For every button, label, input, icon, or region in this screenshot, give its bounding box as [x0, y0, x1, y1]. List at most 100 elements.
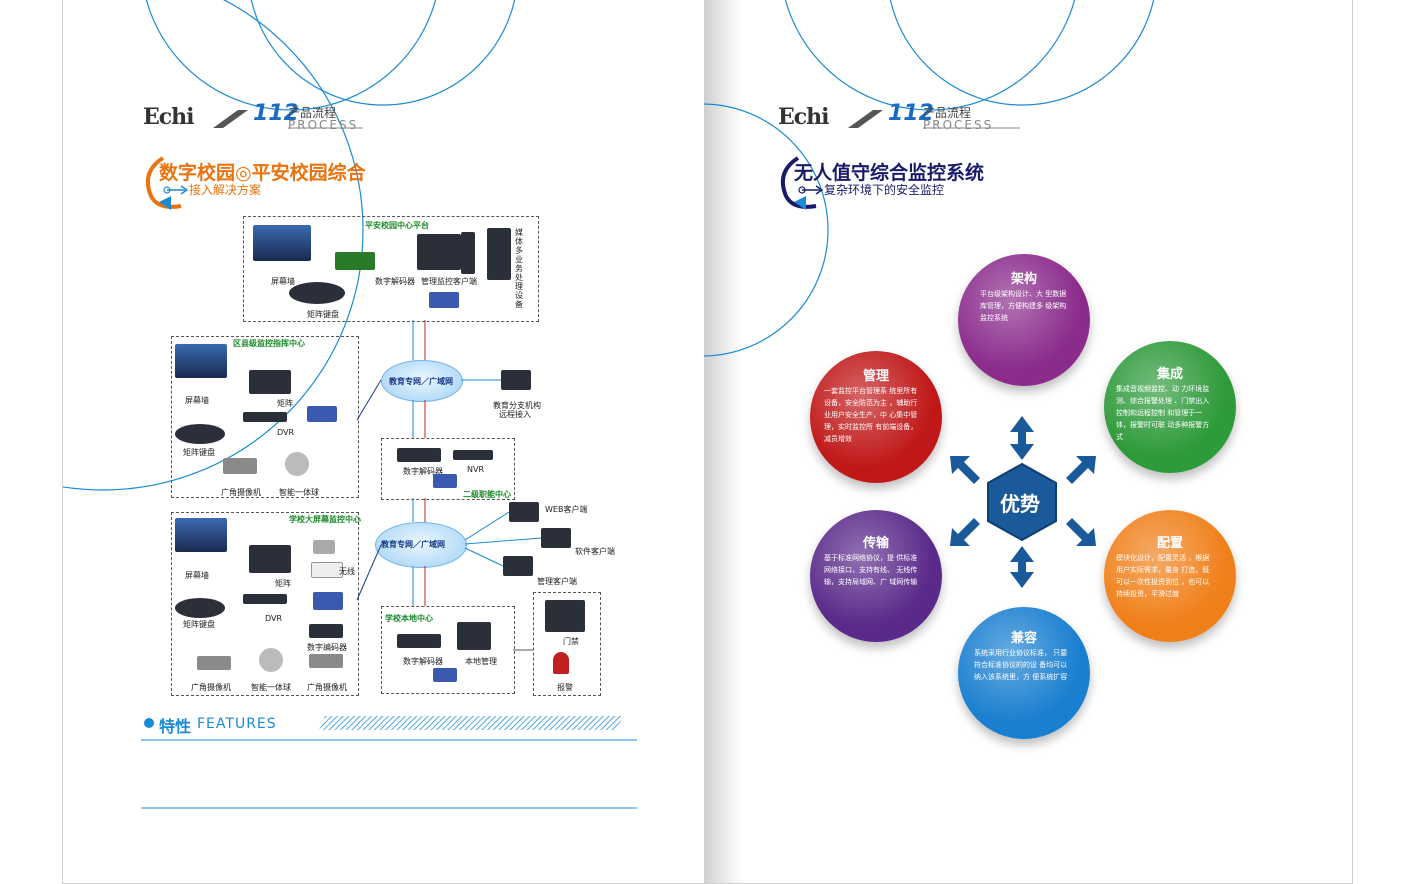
- product-en: PROCESS: [923, 118, 994, 132]
- advantage-circle-title: 兼容: [1010, 631, 1037, 646]
- label-web-client: WEB客户端: [545, 505, 588, 514]
- decoder-icon: [397, 448, 441, 462]
- advantage-circle-5: 传输基于标准网络协议，提 供标准网络接口，支持有线、 无线传输，支持局域网、广 …: [810, 510, 942, 642]
- label-remote: 远程接入: [499, 410, 531, 419]
- advantage-circle-body: 平台级架构设计、大 型数据库管理，方便构建多 级架构监控系统: [980, 290, 1067, 322]
- label-encoder: 数字编码器: [307, 643, 347, 652]
- label-local-mgmt: 本地管理: [465, 657, 497, 666]
- product-cn: 产品流程: [923, 106, 972, 120]
- product-cn: 产品流程: [288, 106, 337, 120]
- switch-icon: [433, 474, 457, 488]
- school-local-label: 学校本地中心: [385, 614, 433, 623]
- advantage-circle-3: 配置模块化设计，配置灵活 ，根据用户实际需求，量身 打造，既可以一次性投资到位 …: [1104, 510, 1236, 642]
- diagram-links: [356, 320, 542, 651]
- level2-label: 二级职能中心: [463, 490, 511, 499]
- label-dvr: DVR: [277, 428, 295, 437]
- video-wall-icon: [175, 518, 227, 552]
- label-wireless: 无线: [339, 567, 355, 576]
- label-dome2: 智能一体球: [251, 683, 291, 692]
- level2-box: [381, 438, 515, 500]
- advantage-circle-4: 兼容系统采用行业协议标准， 只要符合标准协议的的设 备均可以纳入该系统里，方 便…: [958, 607, 1090, 739]
- keyboard-icon: [175, 424, 225, 444]
- advantage-circle-body: 系统采用行业协议标准， 只要符合标准协议的的设 备均可以纳入该系统里，方 便系统…: [974, 649, 1068, 681]
- door-controller-icon: [545, 600, 585, 632]
- advantage-circle-body: 基于标准网络协议，提 供标准网络接口，支持有线、 无线传输，支持局域网、广 域网…: [824, 554, 918, 586]
- label-mgmt-client: 管理监控客户端: [421, 277, 477, 286]
- label-wall2: 屏幕墙: [185, 396, 209, 405]
- school-big-box: [171, 512, 359, 696]
- advantage-circle-title: 传输: [862, 536, 889, 551]
- features-bar: [141, 716, 637, 809]
- label-mgmt-client2: 管理客户端: [537, 577, 577, 586]
- label-branch: 教育分支机构: [493, 401, 541, 410]
- right-page: Echi 112 产品流程 PROCESS 无人值守综合监控系统 复杂环境下的安…: [704, 0, 1353, 884]
- laptop-icon: [541, 528, 571, 548]
- camera-icon: [223, 458, 257, 474]
- logo-number: 112: [253, 101, 299, 126]
- dome-camera-icon: [259, 648, 283, 672]
- advantage-circle-title: 管理: [862, 369, 889, 384]
- label-matrix: 矩阵: [277, 399, 293, 408]
- label-nvr: NVR: [467, 465, 485, 474]
- video-wall-icon: [253, 225, 311, 261]
- label-matrix2: 矩阵: [275, 579, 291, 588]
- product-en: PROCESS: [288, 118, 359, 132]
- matrix-icon: [249, 370, 291, 394]
- label-decoder: 数字解码器: [375, 277, 415, 286]
- switch-icon: [433, 668, 457, 682]
- keyboard-icon: [175, 598, 225, 618]
- logo-swoosh: [848, 110, 1020, 129]
- video-wall-icon: [175, 344, 227, 378]
- advantage-circle-body: 一套监控平台管理系 统里所有设备，安全防范为主 ，辅助行业用户安全生产，中 心集…: [824, 387, 918, 443]
- school-big-label: 学校大屏幕监控中心: [289, 515, 361, 524]
- label-keyboard3: 矩阵键盘: [183, 620, 215, 629]
- switch-icon: [313, 592, 343, 610]
- page-title: 无人值守综合监控系统: [794, 162, 985, 184]
- camera-icon: [313, 540, 335, 554]
- edu-net-cloud-2: [375, 522, 467, 568]
- page-title: 数字校园◎平安校园综合: [159, 162, 366, 184]
- brand-logo: Echi: [778, 104, 830, 130]
- advantage-hexagon: [987, 462, 1057, 542]
- advantage-circle-title: 架构: [1010, 272, 1037, 287]
- edu-net-cloud-1: [381, 360, 463, 402]
- laptop-icon: [509, 502, 539, 522]
- door-alarm-box: [533, 592, 601, 696]
- dvr-icon: [243, 594, 287, 604]
- center-platform-label: 平安校园中心平台: [365, 221, 429, 230]
- decoder-icon: [335, 252, 375, 270]
- nvr-icon: [453, 450, 493, 460]
- dome-camera-icon: [285, 452, 309, 476]
- label-wall3: 屏幕墙: [185, 571, 209, 580]
- keyboard-icon: [289, 282, 345, 304]
- advantage-center-label: 优势: [1000, 492, 1040, 516]
- decorative-arcs: [704, 0, 1155, 357]
- label-edu-net-2: 教育专网／广域网: [381, 540, 445, 549]
- decorative-arcs: [63, 0, 516, 491]
- features-en: FEATURES: [197, 716, 277, 732]
- switch-icon: [429, 292, 459, 308]
- dvr-icon: [243, 412, 287, 422]
- label-keyboard2: 矩阵键盘: [183, 448, 215, 457]
- page-subtitle: 接入解决方案: [189, 183, 262, 197]
- decoder-icon: [397, 634, 441, 648]
- label-wall: 屏幕墙: [271, 277, 295, 286]
- advantage-circle-1: 架构平台级架构设计、大 型数据库管理，方便构建多 级架构监控系统: [958, 254, 1090, 386]
- title-hook: [146, 156, 189, 210]
- label-keyboard: 矩阵键盘: [307, 310, 339, 319]
- logo-swoosh: [213, 110, 363, 129]
- label-dome: 智能一体球: [279, 488, 319, 497]
- camera-icon: [309, 654, 343, 668]
- label-wide-cam3: 广角摄像机: [307, 683, 347, 692]
- monitor-icon: [457, 622, 491, 650]
- monitor-icon: [417, 234, 461, 270]
- label-sw-client: 软件客户端: [575, 547, 615, 556]
- advantage-circle-title: 配置: [1156, 536, 1183, 551]
- left-page: Echi 112 产品流程 PROCESS 数字校园◎平安校园综合 接入解决方案…: [62, 0, 705, 884]
- wireless-router-icon: [311, 562, 343, 578]
- title-hook: [781, 156, 824, 210]
- advantage-circle-2: 集成集成音视频监控、动 力环境监测、综合报警处理 、门禁出入控制和远程控制 和管…: [1104, 341, 1236, 473]
- page-subtitle: 复杂环境下的安全监控: [824, 183, 945, 197]
- pc-tower-icon: [461, 232, 475, 274]
- brand-logo: Echi: [143, 104, 195, 130]
